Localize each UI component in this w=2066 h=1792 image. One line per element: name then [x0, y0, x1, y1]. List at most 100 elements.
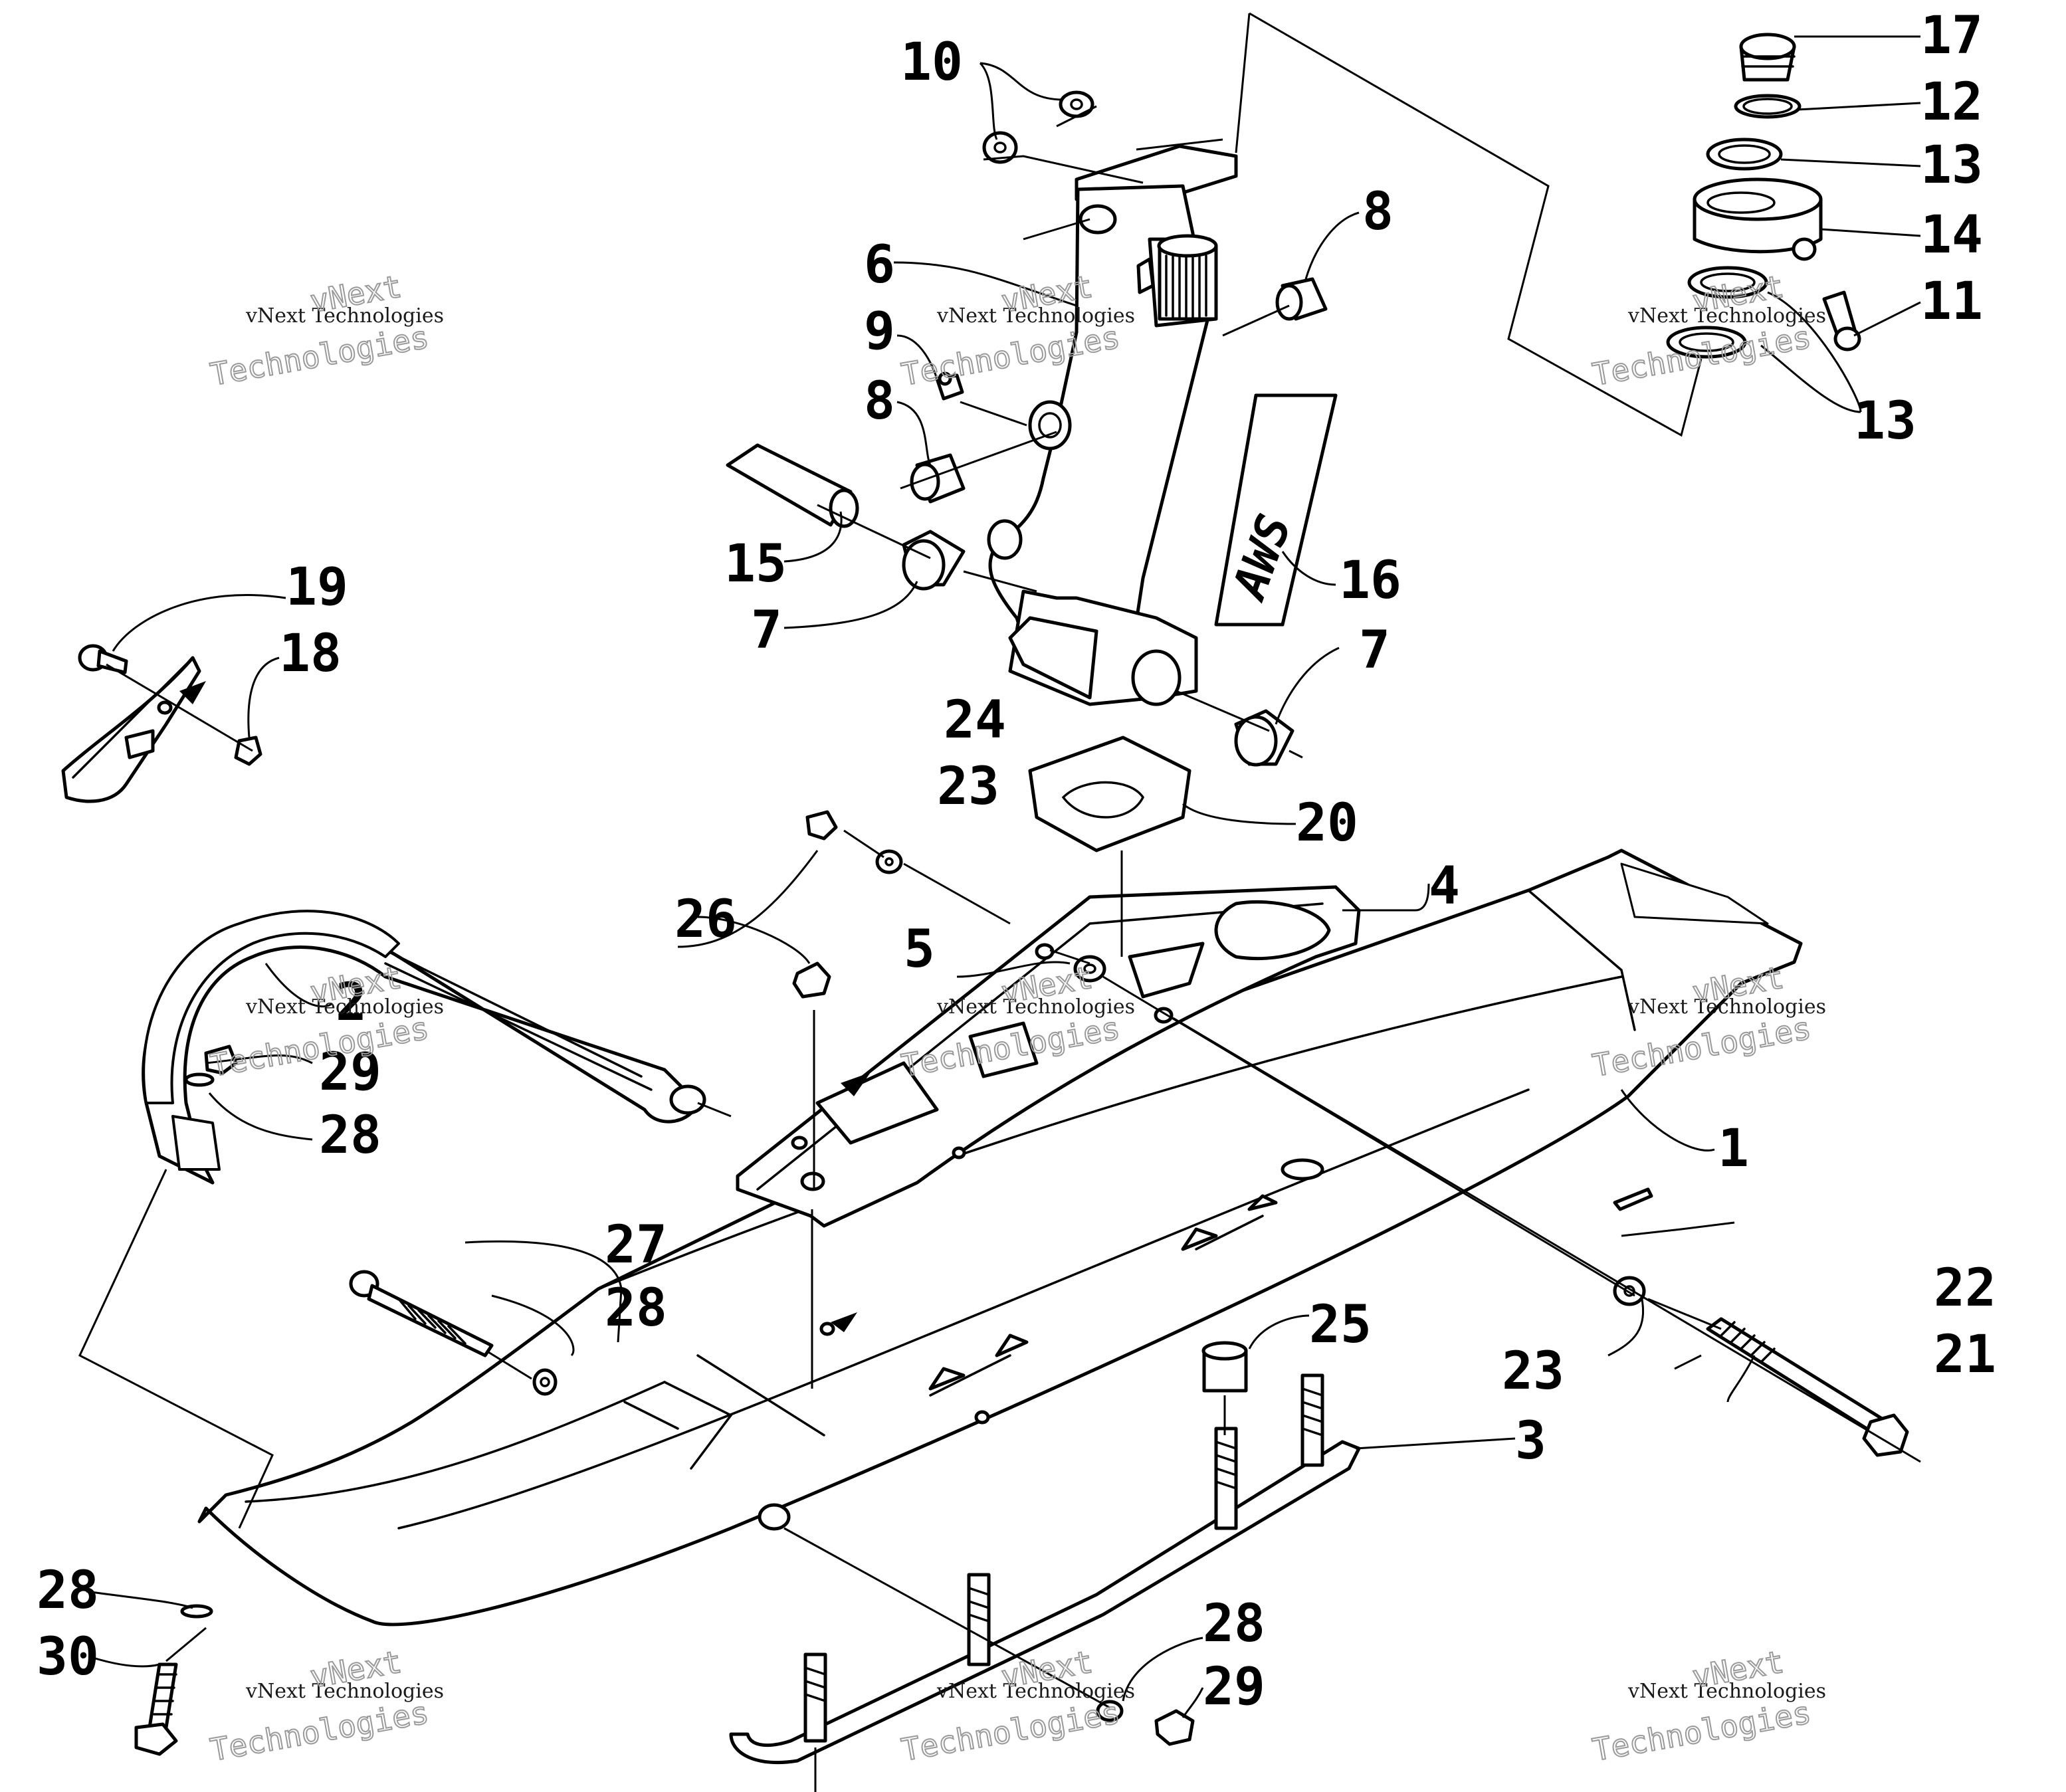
ski-saddle — [736, 885, 1361, 1228]
callout-10: 10 — [900, 33, 963, 92]
bolt-30 — [134, 1662, 178, 1756]
decal — [1214, 393, 1338, 627]
callout-20: 20 — [1296, 793, 1358, 853]
bushing-8c — [1028, 400, 1072, 450]
callout-2: 2 — [336, 973, 367, 1033]
watermark-8: vNext Technologies vNext Technologies — [898, 1643, 1135, 1769]
ski-loop-handle — [142, 910, 706, 1185]
washer-10b — [982, 131, 1018, 164]
svg-text:Technologies: Technologies — [899, 1694, 1123, 1768]
callout-9: 9 — [864, 302, 895, 361]
bolt-21 — [1706, 1317, 1909, 1457]
bushing-7a — [902, 530, 966, 591]
bushing-8a — [910, 453, 966, 504]
callout-15: 15 — [724, 534, 787, 594]
callout-14: 14 — [1920, 205, 1983, 265]
callout-5: 5 — [904, 920, 935, 979]
svg-text:vNext Technologies: vNext Technologies — [936, 1680, 1135, 1703]
callout-28b: 28 — [605, 1278, 667, 1338]
spacer-25 — [1201, 1341, 1248, 1393]
cotter-pin-22 — [1613, 1187, 1653, 1211]
callout-19: 19 — [286, 557, 348, 617]
svg-text:vNext Technologies: vNext Technologies — [245, 995, 444, 1019]
washer-23b — [1613, 1276, 1646, 1306]
bumper-20 — [1028, 736, 1191, 852]
washer-28b — [532, 1368, 558, 1396]
callout-23b: 23 — [1502, 1342, 1564, 1401]
callout-13a: 13 — [1920, 136, 1983, 195]
grip-bracket — [61, 656, 206, 803]
callout-23a: 23 — [937, 757, 999, 817]
callout-13b: 13 — [1854, 391, 1916, 451]
washer-28a — [184, 1072, 215, 1087]
callout-17: 17 — [1920, 6, 1983, 66]
washer-28c — [1096, 1700, 1124, 1722]
callout-11: 11 — [1920, 272, 1983, 332]
ski-arrow-icon — [831, 1312, 857, 1332]
ski-body — [197, 848, 1803, 1627]
washer-28d — [180, 1604, 213, 1619]
svg-text:vNext Technologies: vNext Technologies — [936, 995, 1135, 1019]
callout-4: 4 — [1429, 856, 1460, 916]
callout-28d: 28 — [1203, 1594, 1265, 1654]
spindle-spline — [1157, 234, 1218, 321]
svg-text:Technologies: Technologies — [208, 319, 432, 393]
callout-labels: 1 2 3 4 5 6 7 7 8 8 9 10 11 12 13 13 14 … — [37, 6, 1996, 1717]
callout-12: 12 — [1920, 72, 1983, 132]
collar-14 — [1693, 177, 1823, 261]
runner-3 — [729, 1373, 1361, 1765]
callout-28c: 28 — [37, 1561, 99, 1621]
grip-arrow-icon — [179, 681, 206, 704]
callout-21: 21 — [1934, 1325, 1996, 1385]
bolt-11 — [1822, 290, 1861, 351]
callout-18: 18 — [279, 624, 342, 684]
bushing-7b — [1234, 709, 1294, 767]
bushing-8b — [1275, 277, 1328, 321]
nut-26 — [792, 961, 831, 999]
spindle-bushing-seat — [1131, 649, 1182, 706]
callout-7a: 7 — [751, 601, 782, 660]
svg-text:Technologies: Technologies — [1590, 1694, 1814, 1768]
saddle-arrow-icon — [841, 1072, 871, 1096]
callout-1: 1 — [1718, 1119, 1749, 1179]
cap-17 — [1739, 33, 1796, 82]
watermark-1: vNext Technologies vNext Technologies — [207, 268, 444, 393]
callout-6: 6 — [864, 235, 895, 295]
nut-18 — [234, 736, 262, 766]
ski-slot — [1281, 1158, 1324, 1181]
ski-bolt-hole — [758, 1503, 791, 1531]
pin-15 — [726, 443, 859, 528]
callout-3: 3 — [1515, 1411, 1546, 1471]
nut-29b — [1154, 1709, 1195, 1746]
callout-8b: 8 — [1362, 182, 1394, 242]
spindle-assembly: AWS — [987, 144, 1338, 706]
nut-29a — [204, 1045, 238, 1075]
washer-13a — [1706, 138, 1783, 171]
washer-13c — [1666, 326, 1747, 359]
washer-13b — [1687, 266, 1768, 299]
bolt-27 — [349, 1270, 494, 1357]
callout-26: 26 — [674, 890, 737, 949]
leader-lines — [78, 12, 1921, 1792]
svg-text:vNext Technologies: vNext Technologies — [245, 304, 444, 328]
callout-30: 30 — [37, 1627, 99, 1687]
watermark-7: vNext Technologies vNext Technologies — [207, 1643, 444, 1769]
washer-5 — [1073, 955, 1106, 983]
watermark-9: vNext Technologies vNext Technologies — [1590, 1643, 1826, 1769]
svg-text:vNext Technologies: vNext Technologies — [936, 304, 1135, 328]
callout-29b: 29 — [1203, 1657, 1265, 1717]
svg-text:vNext Technologies: vNext Technologies — [1627, 1680, 1826, 1703]
callout-8a: 8 — [864, 371, 895, 431]
callout-7b: 7 — [1359, 621, 1390, 680]
svg-text:vNext Technologies: vNext Technologies — [245, 1680, 444, 1703]
svg-text:Technologies: Technologies — [208, 1694, 432, 1768]
nut-24 — [805, 810, 838, 841]
callout-27: 27 — [605, 1215, 667, 1275]
svg-text:vNext Technologies: vNext Technologies — [1627, 304, 1826, 328]
washer-10a — [1059, 90, 1094, 118]
callout-24: 24 — [944, 690, 1006, 750]
callout-25: 25 — [1309, 1295, 1372, 1355]
bolt-19 — [78, 644, 128, 674]
snap-ring-12 — [1734, 94, 1802, 119]
